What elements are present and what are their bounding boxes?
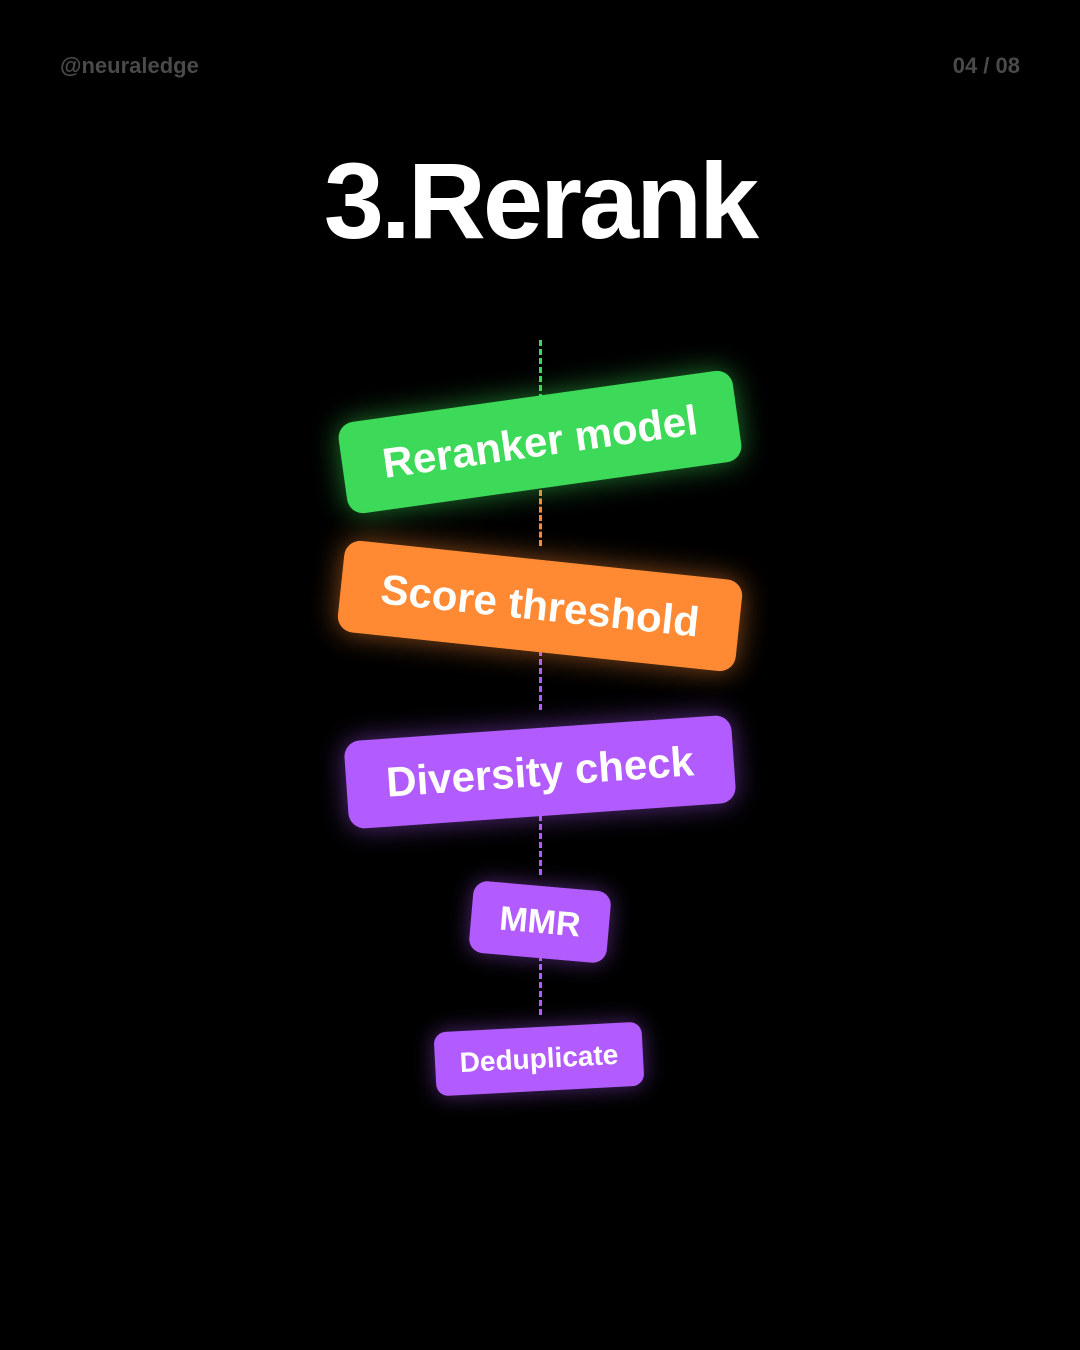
step-label: Score threshold [378,565,702,646]
author-handle: @neuraledge [60,53,199,78]
page-indicator: 04 / 08 [952,53,1020,78]
connector-line [539,955,542,1015]
step-deduplicate: Deduplicate [433,1021,645,1097]
step-label: Deduplicate [458,1038,620,1079]
connector-line [539,490,542,546]
connector-line [539,650,542,710]
connector-line [539,340,542,400]
step-mmr: MMR [468,880,612,964]
step-label: MMR [497,899,583,944]
step-label: Reranker model [379,396,701,487]
step-label: Diversity check [384,737,696,806]
connector-line [539,815,542,875]
page-title: 3.Rerank [323,140,759,261]
step-diversity-check: Diversity check [343,714,737,830]
